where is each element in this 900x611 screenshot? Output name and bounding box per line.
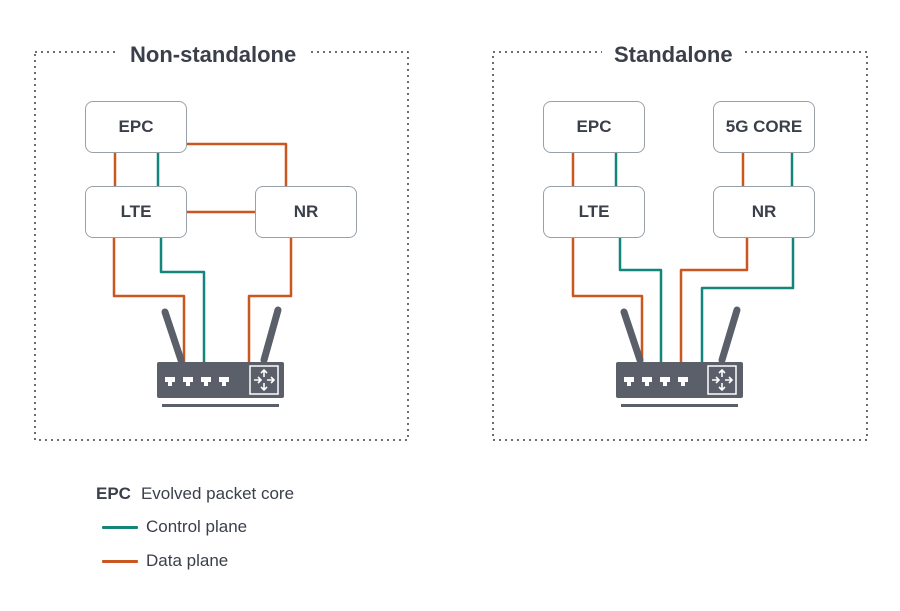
nsa-nr-node: NR [255,186,357,238]
nsa-lte-router-data-link [112,238,186,362]
legend-control-plane: Control plane [102,517,247,537]
nsa-lte-node: LTE [85,186,187,238]
sa-panel-title: Standalone [602,42,745,68]
data-plane-swatch [102,559,138,563]
sa-nr-router-control-link [700,238,795,362]
legend-data-label: Data plane [146,551,229,570]
router-icon [616,306,743,407]
ethernet-port-icon [624,377,688,386]
sa-epc-node: EPC [543,101,645,153]
legend-control-label: Control plane [146,517,248,536]
legend-abbr-definition: Evolved packet core [140,484,295,503]
legend-data-plane: Data plane [102,551,228,571]
legend-abbreviation: EPC Evolved packet core [96,484,294,504]
router-icon [157,306,284,407]
sa-lte-router-data-link [571,238,644,362]
nsa-panel-title: Non-standalone [118,42,309,68]
nsa-epc-nr-data-link [186,142,288,186]
sa-lte-node: LTE [543,186,645,238]
control-plane-swatch [102,525,138,529]
antenna-icon [161,308,185,364]
sa-nr-node: NR [713,186,815,238]
antenna-icon [620,308,644,364]
sa-nr-router-data-link [679,238,749,362]
nsa-nr-router-data-link [247,238,293,362]
nsa-lte-router-control-link [159,238,206,362]
legend-abbr-term: EPC [96,484,131,503]
nsa-epc-node: EPC [85,101,187,153]
antenna-icon [718,306,741,364]
ethernet-port-icon [165,377,229,386]
sa-lte-router-control-link [618,238,663,362]
sa-5g-core-node: 5G CORE [713,101,815,153]
antenna-icon [260,306,282,364]
